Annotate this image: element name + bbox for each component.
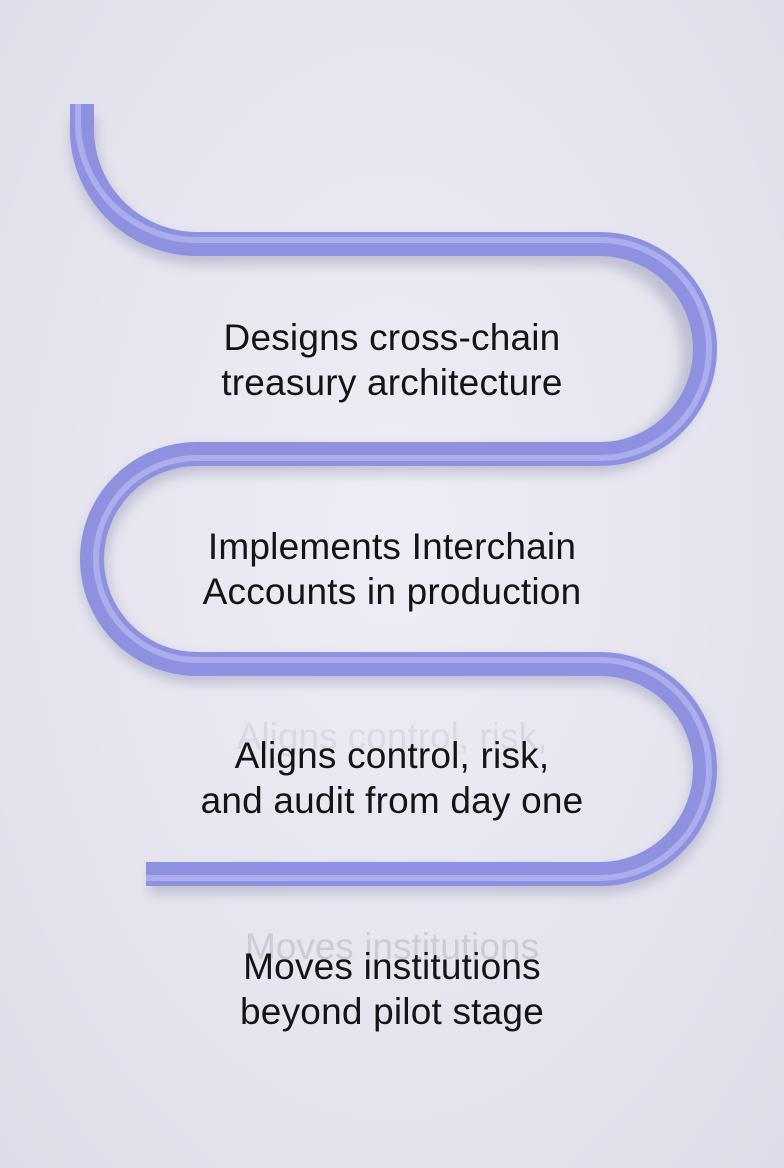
step-3-line-1: Aligns control, risk,	[234, 735, 550, 776]
serpentine-pipe	[69, 104, 717, 886]
step-1-line-2: treasury architecture	[221, 362, 563, 403]
step-3-line-2: and audit from day one	[200, 780, 584, 821]
step-1-line-1: Designs cross-chain	[223, 317, 561, 358]
step-3-label: Aligns control, risk, and audit from day…	[0, 733, 784, 823]
pipe-highlight	[75, 104, 712, 881]
ghost-text-step-3: Aligns control, risk,	[236, 716, 548, 757]
step-4-line-2: beyond pilot stage	[240, 991, 544, 1032]
step-1-label: Designs cross-chain treasury architectur…	[0, 315, 784, 405]
step-2-line-2: Accounts in production	[202, 571, 582, 612]
ghost-text-step-4: Moves institutions	[244, 926, 540, 967]
step-2-label: Implements Interchain Accounts in produc…	[0, 524, 784, 614]
step-4-label: Moves institutions beyond pilot stage	[0, 944, 784, 1034]
step-4-line-1: Moves institutions	[243, 946, 541, 987]
step-2-line-1: Implements Interchain	[207, 526, 577, 567]
